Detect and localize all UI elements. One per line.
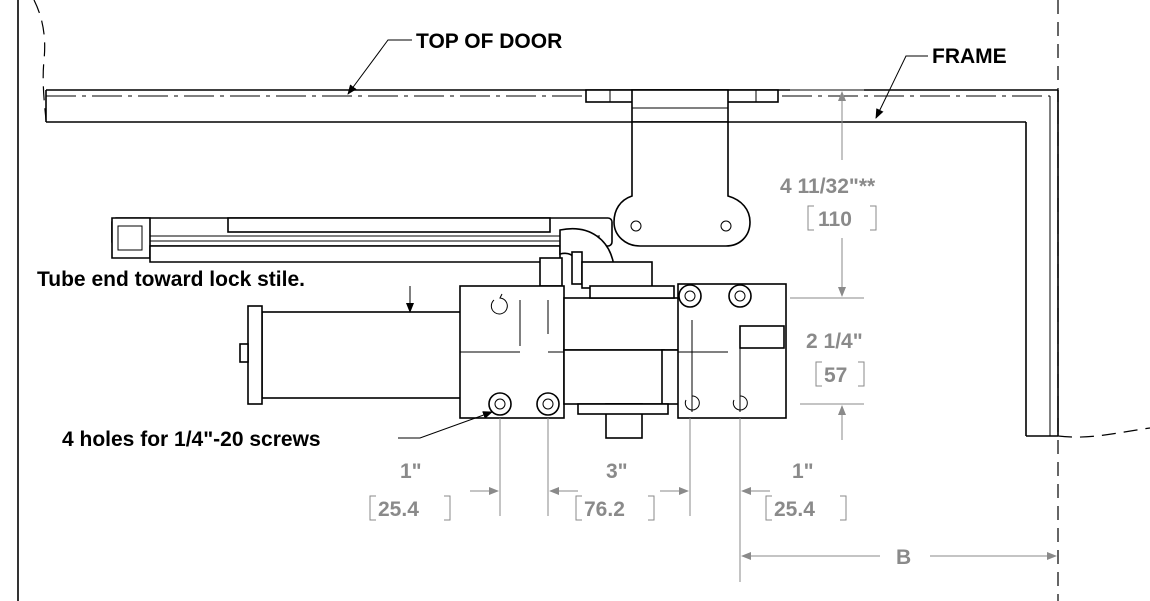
- tube-end-label: Tube end toward lock stile.: [37, 268, 305, 291]
- height-top-metric: 110: [818, 208, 852, 231]
- mid-spacing-metric: 76.2: [584, 498, 625, 521]
- horizontal-dimension-lines: [470, 418, 770, 582]
- height-holes-imperial: 2 1/4": [806, 330, 863, 353]
- frame: [1025, 90, 1150, 438]
- height-holes-metric-brackets: [815, 361, 865, 387]
- frame-bracket: [585, 89, 779, 247]
- frame-leader: [875, 55, 928, 119]
- height-holes-metric: 57: [824, 364, 847, 387]
- left-spacing-metric: 25.4: [378, 498, 419, 521]
- b-label: B: [896, 546, 911, 569]
- holes-leader: [398, 411, 493, 439]
- holes-label: 4 holes for 1/4"-20 screws: [62, 428, 321, 451]
- left-spacing-brackets: [369, 495, 451, 521]
- closer-body: [239, 283, 787, 439]
- height-top-dimension: [790, 89, 864, 299]
- top-of-door-leader: [347, 39, 412, 95]
- frame-label: FRAME: [932, 45, 1007, 68]
- right-spacing-imperial: 1": [792, 460, 814, 483]
- height-top-metric-brackets: [807, 205, 877, 231]
- mid-spacing-imperial: 3": [606, 460, 628, 483]
- door-top: [45, 89, 1058, 123]
- mid-spacing-brackets: [575, 495, 655, 521]
- right-spacing-metric: 25.4: [774, 498, 815, 521]
- height-holes-dimension: [800, 403, 864, 440]
- arm-assembly: [111, 217, 653, 289]
- left-border-lines: [17, 0, 47, 601]
- height-top-imperial: 4 11/32"**: [780, 175, 876, 198]
- right-spacing-brackets: [765, 495, 847, 521]
- left-spacing-imperial: 1": [400, 460, 422, 483]
- top-of-door-label: TOP OF DOOR: [416, 30, 562, 53]
